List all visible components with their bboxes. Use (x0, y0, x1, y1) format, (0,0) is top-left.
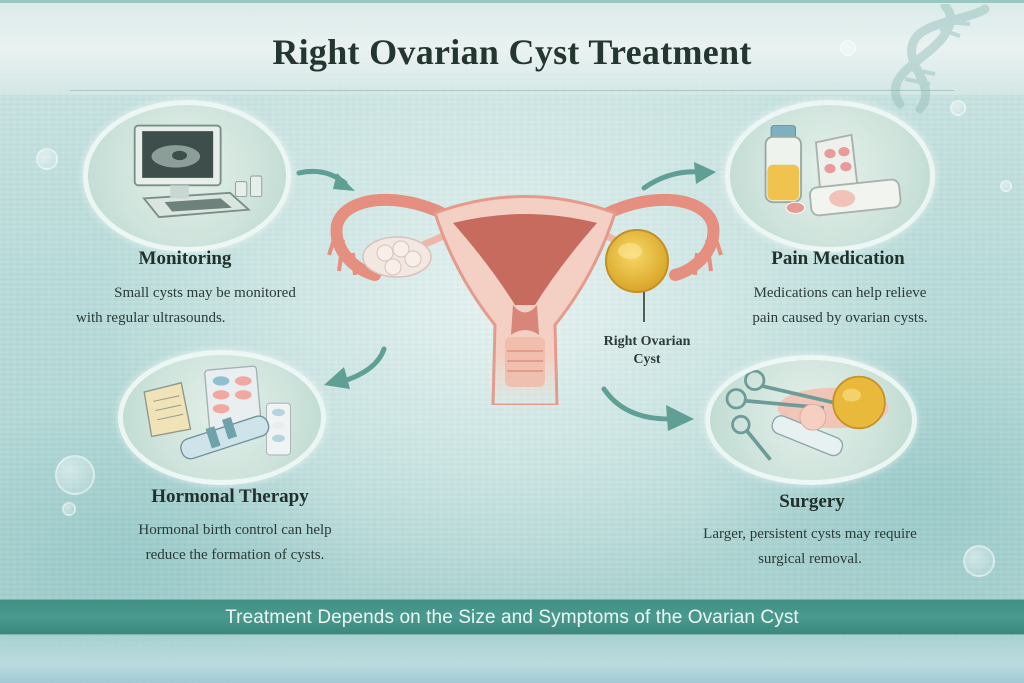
arrow-icon (324, 346, 387, 389)
medication-bottle-pills-icon (764, 125, 902, 217)
birth-control-pills-icon (143, 365, 291, 460)
left-ovary (362, 236, 432, 278)
bubble-decoration (963, 545, 995, 577)
bubble-decoration (840, 40, 856, 56)
arrow-icon (641, 162, 716, 191)
treatment-desc-surgery: Larger, persistent cysts may require sur… (703, 526, 917, 567)
page-title: Right Ovarian Cyst Treatment (272, 32, 752, 72)
arrow-icon (296, 168, 355, 191)
uterus-diagram (327, 193, 723, 405)
treatment-heading-hormonal-therapy: Hormonal Therapy (151, 486, 309, 507)
bubble-decoration (55, 455, 95, 495)
treatment-desc-monitoring: Small cysts may be monitored with regula… (76, 285, 296, 326)
footer-banner: Treatment Depends on the Size and Sympto… (0, 599, 1024, 635)
bottom-decorative-strip (0, 636, 1024, 683)
treatment-desc-pain-medication: Medications can help relieve pain caused… (752, 285, 928, 326)
pain-medication-illustration (725, 100, 935, 252)
surgical-instruments-icon (725, 369, 889, 461)
footer-text: Treatment Depends on the Size and Sympto… (225, 607, 799, 628)
right-ovarian-cyst-label: Right Ovarian Cyst (603, 334, 691, 367)
arrow-icon (601, 386, 694, 431)
right-ovarian-cyst (605, 229, 669, 293)
hormonal-therapy-illustration (118, 350, 326, 485)
bubble-decoration (62, 502, 76, 516)
callout-pointer-line (643, 292, 645, 322)
monitoring-illustration (83, 100, 291, 252)
treatment-heading-surgery: Surgery (779, 491, 845, 512)
dna-helix-icon (890, 4, 990, 114)
ultrasound-monitor-icon (133, 124, 263, 219)
bubble-decoration (1000, 180, 1012, 192)
treatment-heading-pain-medication: Pain Medication (771, 248, 905, 269)
treatment-desc-hormonal-therapy: Hormonal birth control can help reduce t… (138, 522, 332, 563)
treatment-heading-monitoring: Monitoring (138, 248, 232, 269)
surgery-illustration (705, 355, 917, 485)
bubble-decoration (950, 100, 966, 116)
bubble-decoration (36, 148, 58, 170)
